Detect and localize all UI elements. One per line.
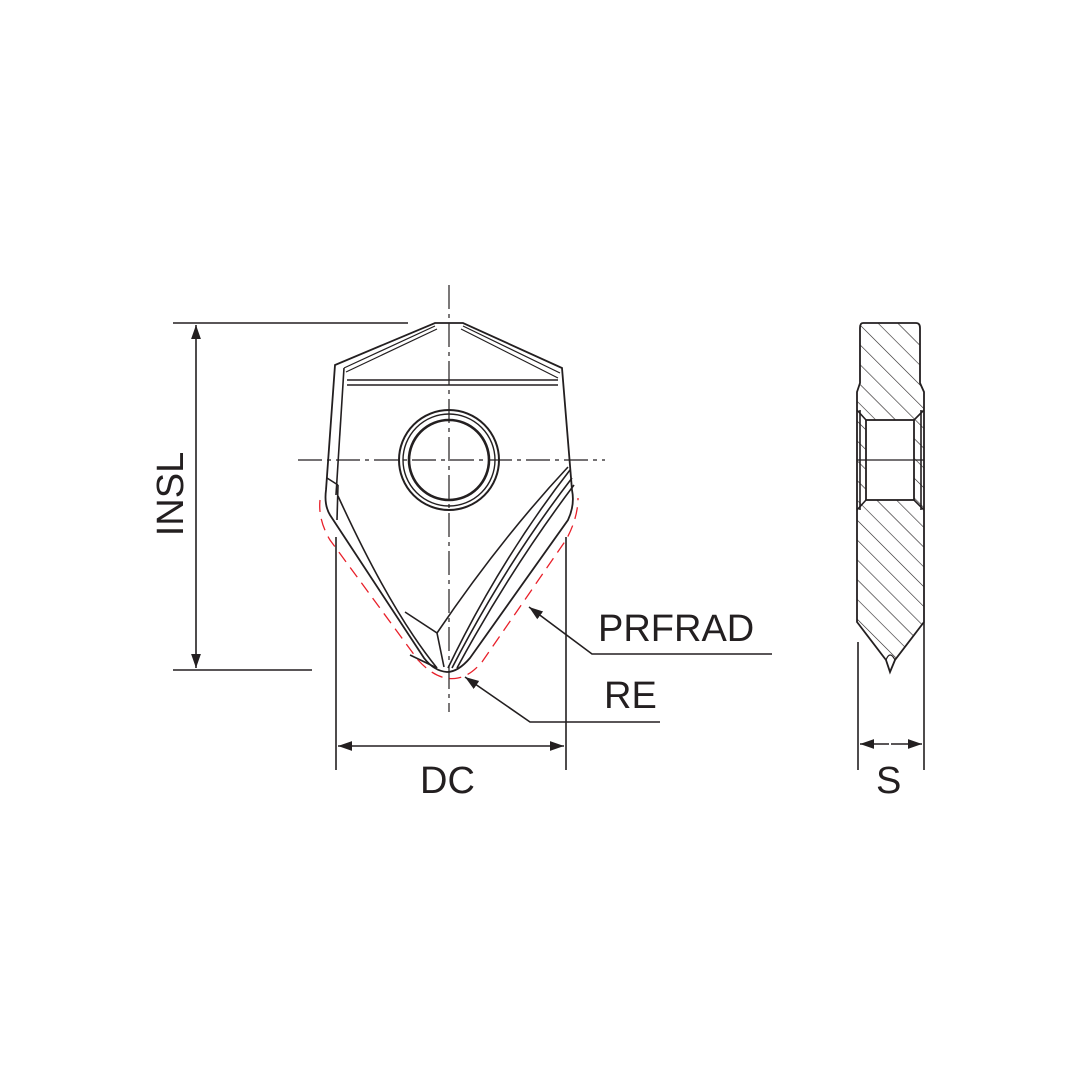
insl-label: INSL [150,451,192,537]
insert-side-view [856,322,925,675]
re-leader [464,676,660,723]
insert-front-view [324,322,575,673]
re-label: RE [604,675,657,717]
mounting-hole-outer [398,409,500,511]
mounting-hole-inner [407,418,491,502]
prfrad-label: PRFRAD [598,608,755,650]
prfrad-leader [528,606,772,655]
s-label: S [876,760,902,802]
dc-label: DC [420,760,475,802]
profile-radius-line [319,497,579,680]
